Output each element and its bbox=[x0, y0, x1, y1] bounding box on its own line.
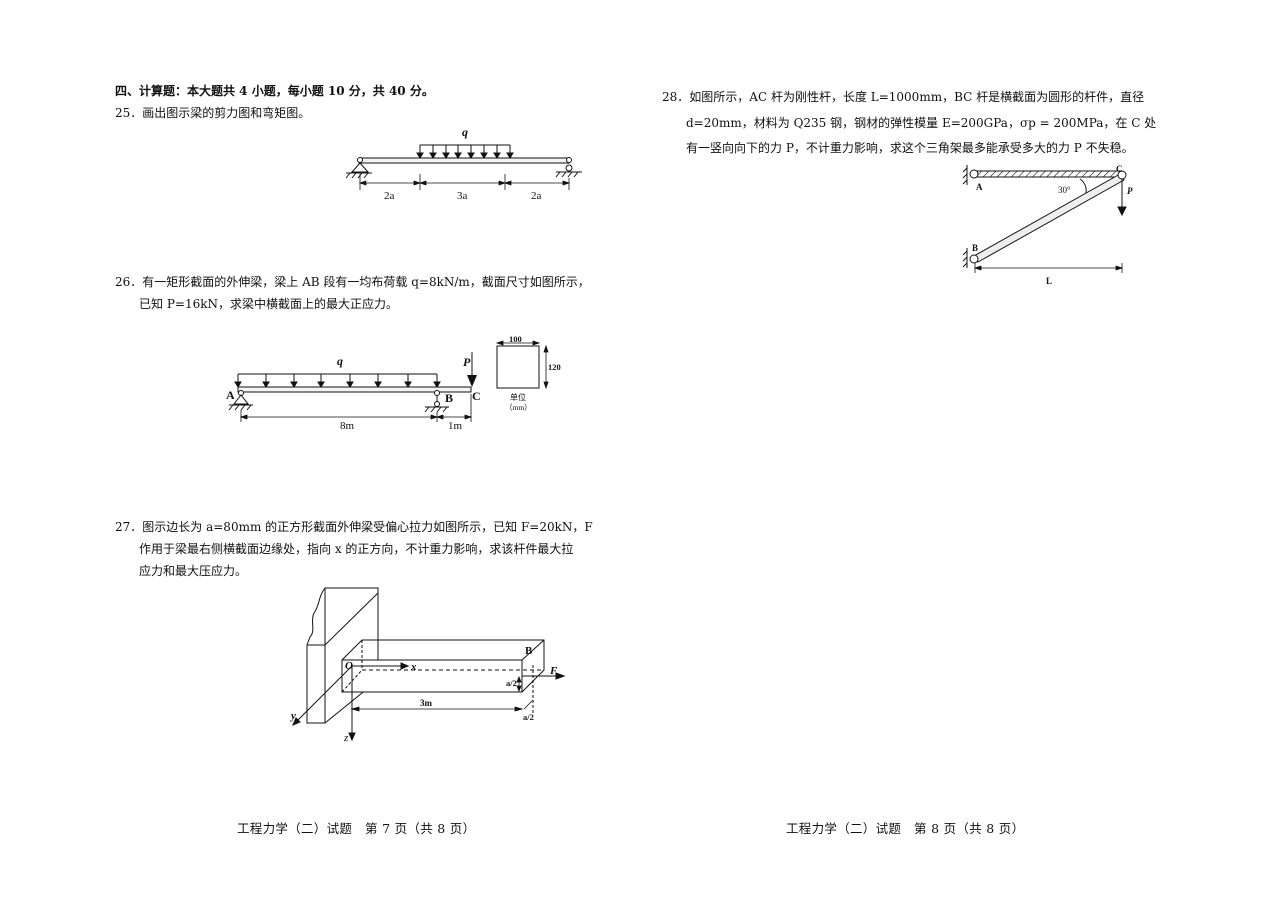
dimension-lines bbox=[358, 174, 571, 190]
question-number: 28． bbox=[662, 90, 690, 104]
point-label-b: B bbox=[445, 391, 453, 405]
q28-truss-figure: A C 30° P B L bbox=[962, 164, 1133, 286]
section-header: 四、计算题：本大题共 4 小题，每小题 10 分，共 40 分。 bbox=[115, 84, 434, 98]
force-arrow bbox=[522, 672, 566, 680]
point-label-b: B bbox=[525, 645, 533, 657]
question-text: 有一矩形截面的外伸梁，梁上 AB 段有一均布荷载 q=8kN/m，截面尺寸如图所… bbox=[142, 275, 590, 289]
axis-y-label: y bbox=[289, 710, 296, 722]
dimension-line bbox=[973, 263, 1124, 273]
angle-label: 30° bbox=[1058, 185, 1071, 195]
origin-label: O bbox=[345, 660, 353, 672]
length-label: L bbox=[1046, 276, 1052, 286]
point-label-a: A bbox=[976, 182, 983, 192]
roller-support-icon bbox=[424, 390, 449, 413]
axis-z-label: z bbox=[343, 732, 349, 744]
dim-label: 2a bbox=[384, 190, 395, 202]
dim-label: 2a bbox=[531, 190, 542, 202]
point-label-b: B bbox=[972, 243, 978, 253]
force-label: P bbox=[1127, 186, 1133, 196]
question-28-line1: 28．如图所示，AC 杆为刚性杆，长度 L=1000mm，BC 杆是横截面为圆形… bbox=[662, 85, 1144, 109]
question-text: 画出图示梁的剪力图和弯矩图。 bbox=[142, 106, 311, 120]
length-label: 3m bbox=[420, 698, 433, 708]
question-number: 25． bbox=[115, 106, 143, 120]
beam-box bbox=[341, 639, 545, 713]
force-label: P bbox=[463, 355, 471, 369]
question-27-line3: 应力和最大压应力。 bbox=[139, 564, 248, 578]
dim-label: 3a bbox=[457, 190, 468, 202]
point-load-arrow bbox=[467, 375, 477, 387]
question-28-line3: 有一竖向向下的力 P，不计重力影响，求这个三角架最多能承受多大的力 P 不失稳。 bbox=[686, 141, 1134, 155]
question-26-line2: 已知 P=16kN，求梁中横截面上的最大正应力。 bbox=[139, 297, 398, 311]
distributed-load-arrows bbox=[234, 374, 441, 388]
question-text: 图示边长为 a=80mm 的正方形截面外伸梁受偏心拉力如图所示，已知 F=20k… bbox=[142, 520, 593, 534]
rigid-bar-ac bbox=[974, 170, 1122, 178]
question-27-line2: 作用于梁最右侧横截面边缘处，指向 x 的正方向，不计重力影响，求该杆件最大拉 bbox=[139, 542, 574, 556]
question-26-line1: 26．有一矩形截面的外伸梁，梁上 AB 段有一均布荷载 q=8kN/m，截面尺寸… bbox=[115, 270, 590, 294]
question-text: 如图所示，AC 杆为刚性杆，长度 L=1000mm，BC 杆是横截面为圆形的杆件… bbox=[689, 90, 1145, 104]
section-width-label: 100 bbox=[509, 334, 522, 344]
question-25: 25．画出图示梁的剪力图和弯矩图。 bbox=[115, 101, 310, 125]
force-label: F bbox=[549, 665, 558, 677]
pin-b bbox=[969, 254, 979, 264]
dim-label: 1m bbox=[448, 420, 463, 432]
load-label: q bbox=[462, 125, 468, 139]
offset-label: a/2 bbox=[506, 678, 517, 688]
force-arrow bbox=[1117, 179, 1127, 217]
q25-beam-figure: q 2a 3a 2a bbox=[345, 125, 582, 202]
wall bbox=[306, 587, 379, 724]
wall-support-b bbox=[962, 248, 968, 268]
dim-label: 8m bbox=[340, 420, 355, 432]
load-label: q bbox=[337, 354, 343, 368]
dimension-lines bbox=[239, 394, 473, 422]
question-number: 26． bbox=[115, 275, 143, 289]
roller-support-icon bbox=[555, 157, 582, 178]
page-footer-right: 工程力学（二）试题 第 8 页（共 8 页） bbox=[786, 821, 1025, 836]
pin-a bbox=[969, 169, 979, 179]
question-number: 27． bbox=[115, 520, 143, 534]
offset-label: a/2 bbox=[523, 712, 534, 722]
section-height-label: 120 bbox=[548, 362, 561, 372]
point-label-c: C bbox=[1116, 164, 1123, 174]
pin-support-icon bbox=[228, 390, 253, 411]
point-label-a: A bbox=[226, 388, 235, 402]
beam bbox=[237, 386, 472, 393]
axes bbox=[292, 662, 410, 742]
point-label-c: C bbox=[472, 389, 481, 403]
question-27-line1: 27．图示边长为 a=80mm 的正方形截面外伸梁受偏心拉力如图所示，已知 F=… bbox=[115, 515, 593, 539]
page-footer-left: 工程力学（二）试题 第 7 页（共 8 页） bbox=[237, 821, 476, 836]
dimension-lines bbox=[350, 675, 534, 712]
distributed-load-arrows bbox=[416, 145, 514, 159]
q26-overhang-beam-figure: q P A B C 8m 1m 100 120 bbox=[226, 334, 561, 432]
question-28-line2: d=20mm，材料为 Q235 钢，钢材的弹性模量 E=200GPa，σp = … bbox=[686, 116, 1157, 130]
cross-section bbox=[496, 345, 540, 389]
axis-x-label: x bbox=[410, 661, 417, 673]
beam bbox=[358, 157, 570, 164]
unit-value: （mm） bbox=[505, 403, 532, 412]
unit-label: 单位 bbox=[510, 392, 526, 402]
q27-eccentric-tension-figure: O x y z B F a/2 3m a/2 bbox=[289, 587, 566, 744]
bar-bc bbox=[973, 173, 1125, 263]
wall-support-a bbox=[962, 165, 968, 185]
